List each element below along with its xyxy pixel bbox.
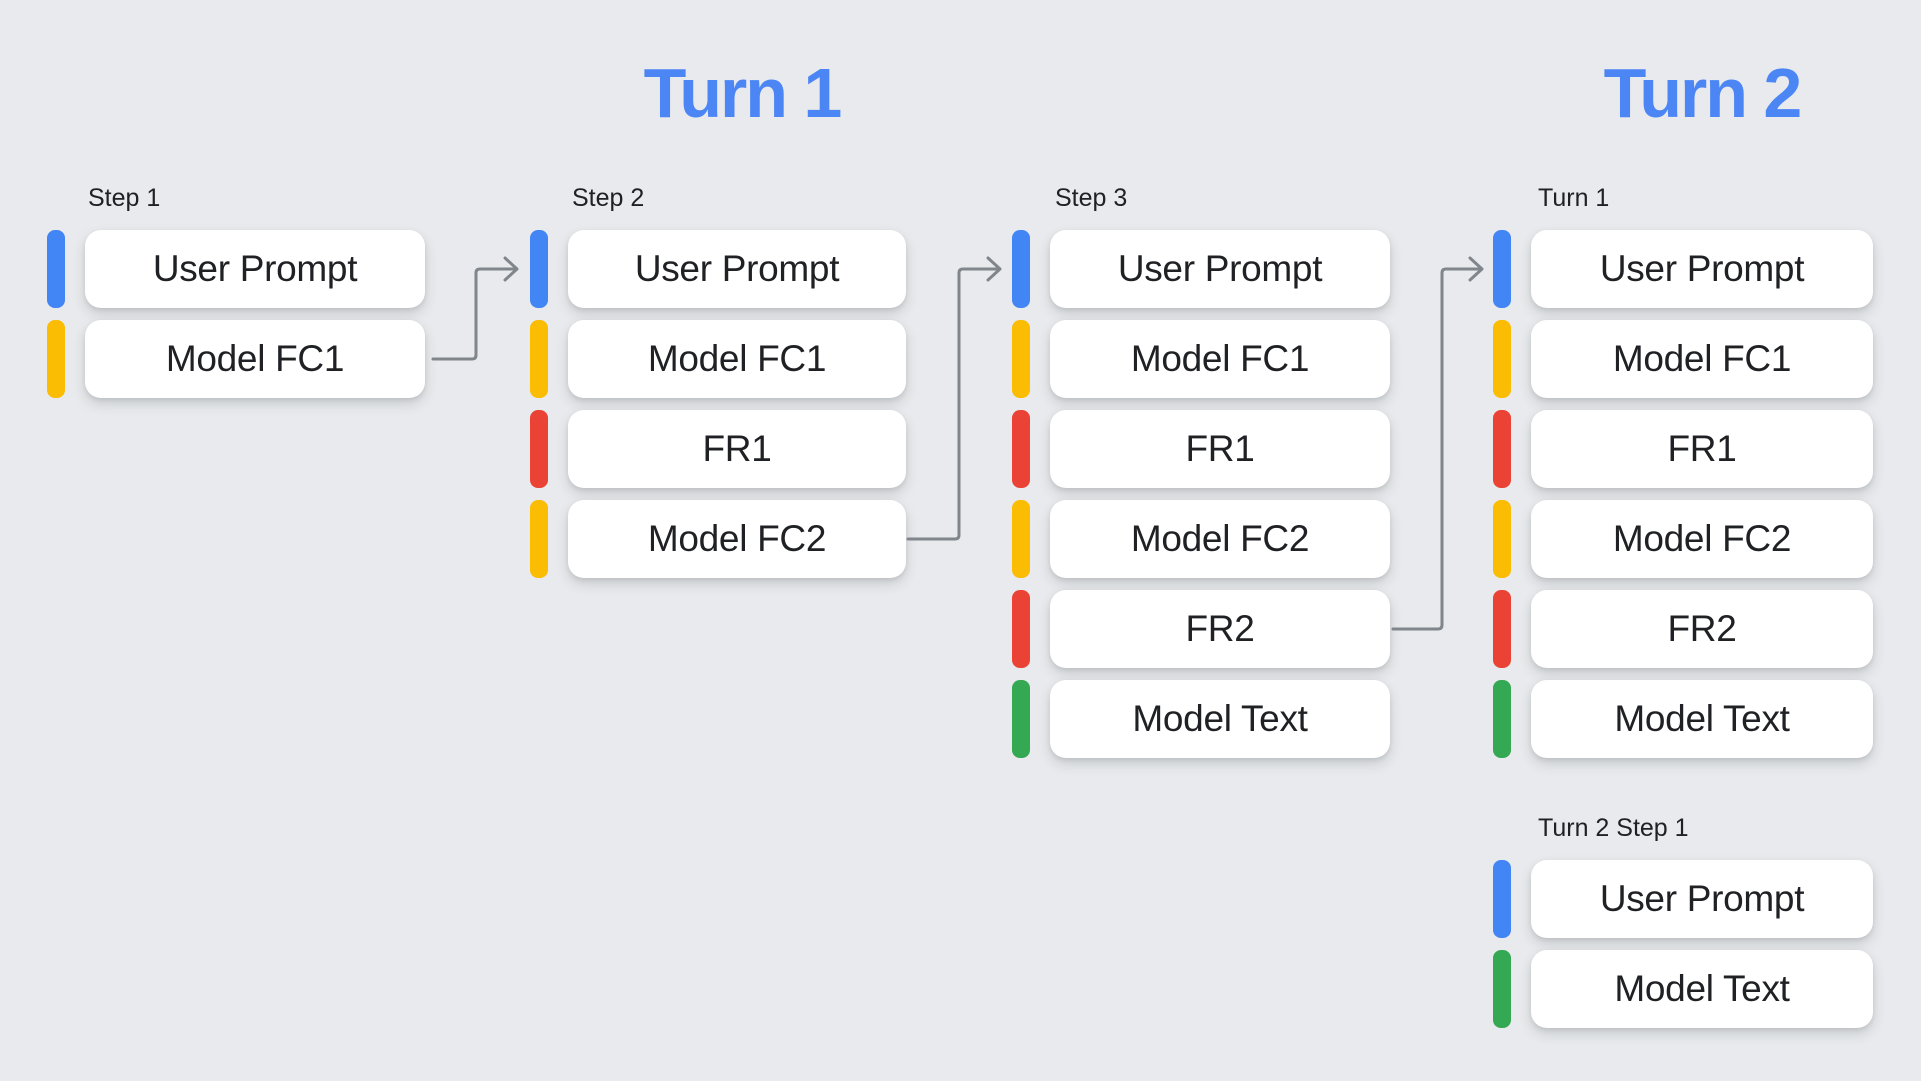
- card-user-prompt: User Prompt: [85, 230, 425, 308]
- row-step2-model-fc2: Model FC2: [530, 500, 906, 578]
- row-step3-model-text: Model Text: [1012, 680, 1390, 758]
- color-bar-blue: [1012, 230, 1030, 308]
- card-label: Model Text: [1614, 968, 1790, 1009]
- color-bar-yellow: [530, 320, 548, 398]
- column-label-step-3: Step 3: [1055, 184, 1128, 212]
- card-label: FR2: [1185, 608, 1255, 649]
- row-step1-user-prompt: User Prompt: [47, 230, 425, 308]
- card-model-fc1: Model FC1: [85, 320, 425, 398]
- card-label: User Prompt: [1599, 248, 1805, 289]
- row-step3-user-prompt: User Prompt: [1012, 230, 1390, 308]
- color-bar-blue: [1493, 860, 1511, 938]
- color-bar-red: [1012, 410, 1030, 488]
- color-bar-red: [1493, 590, 1511, 668]
- arrow-step3-to-turn1: [1391, 256, 1484, 631]
- card-model-fc2: Model FC2: [1050, 500, 1390, 578]
- card-label: User Prompt: [1117, 248, 1323, 289]
- color-bar-yellow: [1012, 320, 1030, 398]
- column-label-turn-2-step-1: Turn 2 Step 1: [1538, 814, 1689, 842]
- row-turn1-fr2: FR2: [1493, 590, 1873, 668]
- row-step2-fr1: FR1: [530, 410, 906, 488]
- color-bar-yellow: [1493, 500, 1511, 578]
- card-model-text: Model Text: [1531, 950, 1873, 1028]
- color-bar-red: [530, 410, 548, 488]
- card-label: Model FC1: [165, 338, 345, 379]
- row-step3-fr1: FR1: [1012, 410, 1390, 488]
- row-turn1-model-fc1: Model FC1: [1493, 320, 1873, 398]
- turn-1-heading: Turn 1: [643, 54, 843, 132]
- color-bar-blue: [530, 230, 548, 308]
- color-bar-yellow: [1493, 320, 1511, 398]
- row-turn2step1-model-text: Model Text: [1493, 950, 1873, 1028]
- row-step2-model-fc1: Model FC1: [530, 320, 906, 398]
- card-model-text: Model Text: [1531, 680, 1873, 758]
- column-label-turn-1: Turn 1: [1538, 184, 1610, 212]
- column-label-step-1: Step 1: [88, 184, 161, 212]
- row-step1-model-fc1: Model FC1: [47, 320, 425, 398]
- card-model-fc2: Model FC2: [1531, 500, 1873, 578]
- row-step2-user-prompt: User Prompt: [530, 230, 906, 308]
- card-model-fc1: Model FC1: [568, 320, 906, 398]
- color-bar-red: [1012, 590, 1030, 668]
- card-model-fc1: Model FC1: [1531, 320, 1873, 398]
- color-bar-green: [1493, 950, 1511, 1028]
- card-user-prompt: User Prompt: [568, 230, 906, 308]
- card-user-prompt: User Prompt: [1531, 230, 1873, 308]
- row-step3-model-fc1: Model FC1: [1012, 320, 1390, 398]
- color-bar-yellow: [47, 320, 65, 398]
- color-bar-red: [1493, 410, 1511, 488]
- card-label: FR1: [1185, 428, 1255, 469]
- row-turn1-user-prompt: User Prompt: [1493, 230, 1873, 308]
- row-step3-fr2: FR2: [1012, 590, 1390, 668]
- card-fr2: FR2: [1050, 590, 1390, 668]
- card-label: Model FC2: [1612, 518, 1792, 559]
- column-label-step-2: Step 2: [572, 184, 645, 212]
- card-label: Model Text: [1132, 698, 1308, 739]
- card-label: FR2: [1667, 608, 1737, 649]
- card-label: Model FC1: [1612, 338, 1792, 379]
- card-fr1: FR1: [568, 410, 906, 488]
- card-label: FR1: [1667, 428, 1737, 469]
- row-turn1-fr1: FR1: [1493, 410, 1873, 488]
- row-step3-model-fc2: Model FC2: [1012, 500, 1390, 578]
- card-label: FR1: [702, 428, 772, 469]
- card-fr1: FR1: [1050, 410, 1390, 488]
- row-turn1-model-text: Model Text: [1493, 680, 1873, 758]
- card-label: User Prompt: [634, 248, 840, 289]
- card-model-fc1: Model FC1: [1050, 320, 1390, 398]
- card-user-prompt: User Prompt: [1050, 230, 1390, 308]
- turn-2-heading: Turn 2: [1603, 54, 1803, 132]
- card-label: Model Text: [1614, 698, 1790, 739]
- color-bar-green: [1493, 680, 1511, 758]
- row-turn2step1-user-prompt: User Prompt: [1493, 860, 1873, 938]
- card-model-fc2: Model FC2: [568, 500, 906, 578]
- color-bar-blue: [1493, 230, 1511, 308]
- card-label: Model FC1: [647, 338, 827, 379]
- card-label: Model FC2: [1130, 518, 1310, 559]
- card-fr2: FR2: [1531, 590, 1873, 668]
- card-user-prompt: User Prompt: [1531, 860, 1873, 938]
- color-bar-yellow: [530, 500, 548, 578]
- arrow-step2-to-step3: [906, 256, 1002, 541]
- card-fr1: FR1: [1531, 410, 1873, 488]
- card-label: User Prompt: [1599, 878, 1805, 919]
- card-model-text: Model Text: [1050, 680, 1390, 758]
- row-turn1-model-fc2: Model FC2: [1493, 500, 1873, 578]
- color-bar-blue: [47, 230, 65, 308]
- card-label: Model FC2: [647, 518, 827, 559]
- card-label: Model FC1: [1130, 338, 1310, 379]
- arrow-step1-to-step2: [431, 256, 519, 361]
- color-bar-green: [1012, 680, 1030, 758]
- color-bar-yellow: [1012, 500, 1030, 578]
- card-label: User Prompt: [152, 248, 358, 289]
